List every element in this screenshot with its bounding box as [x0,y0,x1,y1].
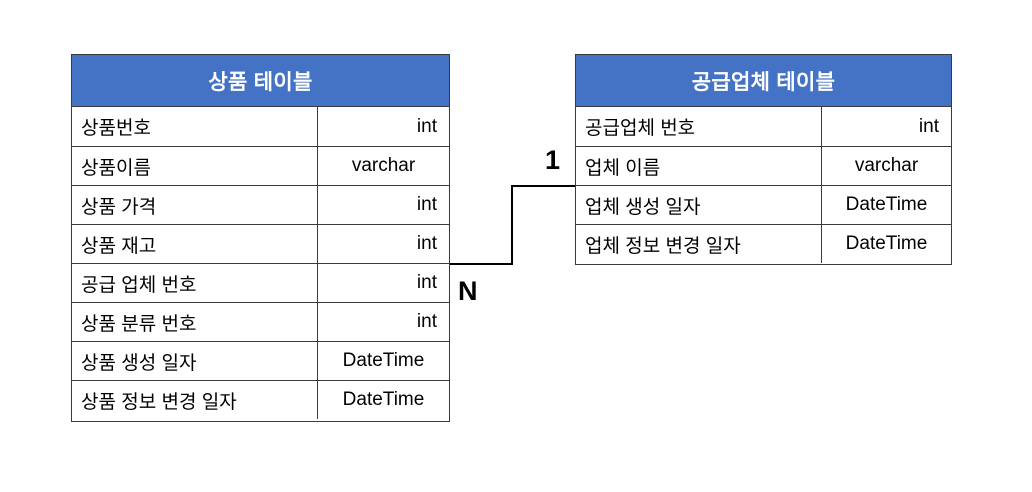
column-type: int [918,115,939,137]
table-row[interactable]: 상품 분류 번호 int [72,302,449,341]
column-type: int [416,194,437,215]
column-name: 공급업체 번호 [576,107,822,146]
column-type: DateTime [845,194,928,215]
column-name: 상품 가격 [72,186,318,224]
column-type: int [416,272,437,293]
column-type: int [416,115,437,137]
column-name: 상품 재고 [72,225,318,263]
column-type: DateTime [342,350,425,371]
table-row[interactable]: 업체 이름 varchar [576,146,951,185]
column-name: 상품번호 [72,107,318,146]
table-row[interactable]: 상품 생성 일자 DateTime [72,341,449,380]
column-name: 업체 정보 변경 일자 [576,225,822,263]
entity-table-product[interactable]: 상품 테이블 상품번호 int 상품이름 varchar 상품 가격 int 상… [71,54,450,422]
column-type: varchar [854,155,919,176]
column-name: 상품 분류 번호 [72,303,318,341]
table-row[interactable]: 업체 정보 변경 일자 DateTime [576,224,951,263]
column-type: DateTime [342,389,425,410]
table-row[interactable]: 상품 정보 변경 일자 DateTime [72,380,449,419]
entity-columns-supplier: 공급업체 번호 int 업체 이름 varchar 업체 생성 일자 DateT… [576,107,951,263]
column-type: int [416,233,437,254]
entity-title-supplier: 공급업체 테이블 [576,55,951,107]
entity-title-product: 상품 테이블 [72,55,449,107]
column-name: 상품 생성 일자 [72,342,318,380]
connector-polyline [450,185,575,265]
column-name: 업체 이름 [576,147,822,185]
column-type: int [416,311,437,332]
table-row[interactable]: 상품 가격 int [72,185,449,224]
table-row[interactable]: 상품이름 varchar [72,146,449,185]
column-name: 공급 업체 번호 [72,264,318,302]
column-name: 상품 정보 변경 일자 [72,381,318,419]
table-row[interactable]: 상품 재고 int [72,224,449,263]
table-row[interactable]: 업체 생성 일자 DateTime [576,185,951,224]
cardinality-label-many: N [458,276,478,306]
table-row[interactable]: 상품번호 int [72,107,449,146]
cardinality-label-one: 1 [545,145,561,175]
column-name: 업체 생성 일자 [576,186,822,224]
entity-columns-product: 상품번호 int 상품이름 varchar 상품 가격 int 상품 재고 in… [72,107,449,419]
entity-table-supplier[interactable]: 공급업체 테이블 공급업체 번호 int 업체 이름 varchar 업체 생성… [575,54,952,265]
column-type: DateTime [845,233,928,254]
table-row-foreign-key[interactable]: 공급 업체 번호 int [72,263,449,302]
column-type: varchar [351,155,416,176]
table-row-primary-key[interactable]: 공급업체 번호 int [576,107,951,146]
column-name: 상품이름 [72,147,318,185]
